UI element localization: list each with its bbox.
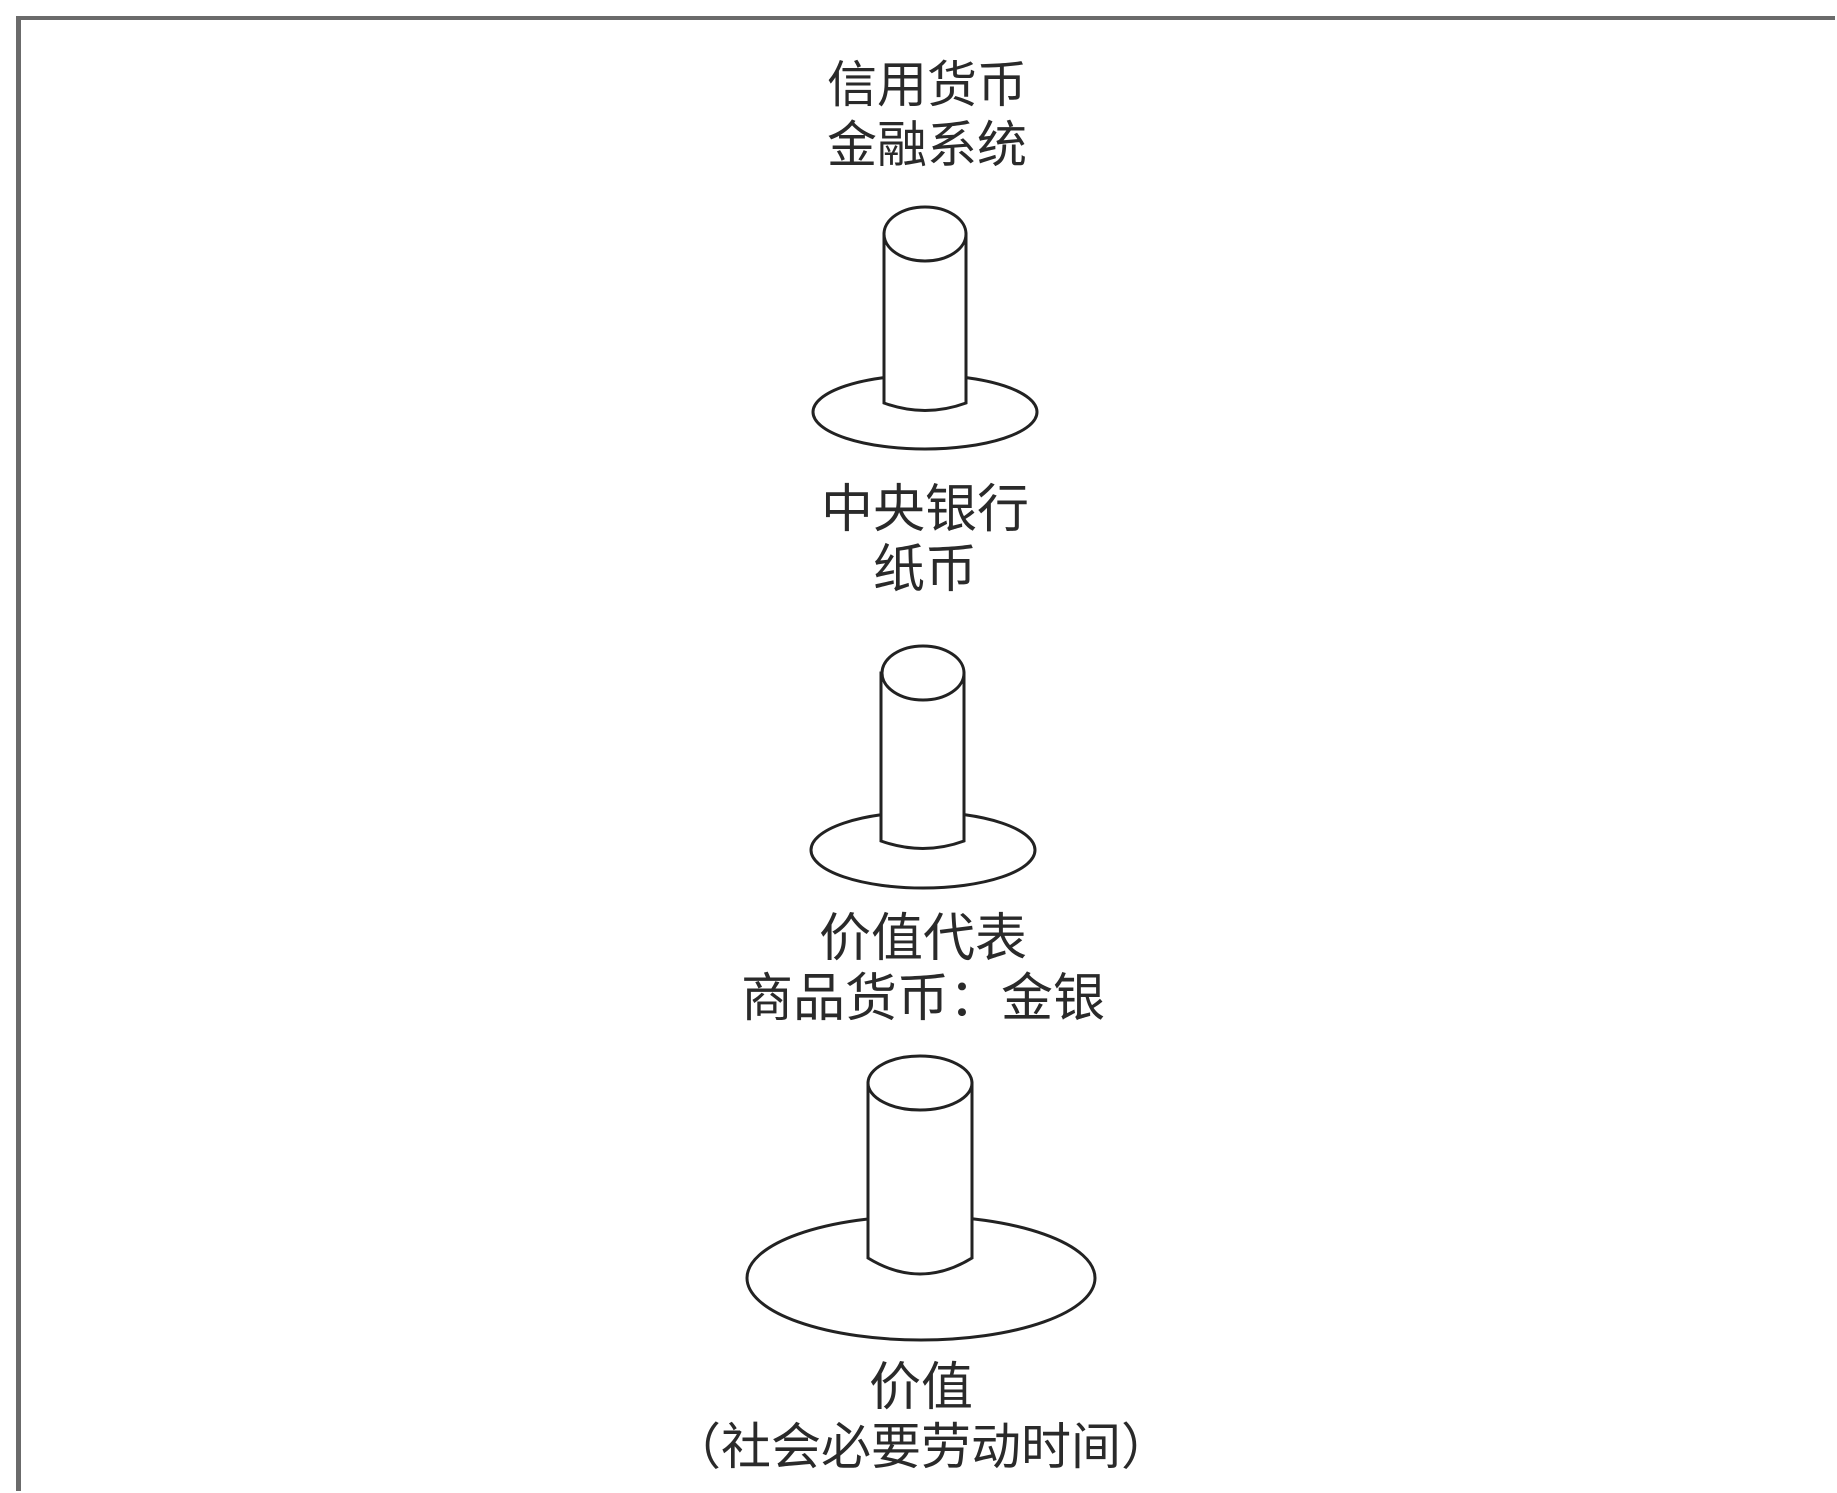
label-line-2: （社会必要劳动时间） [671,1418,1171,1476]
level-label-upper-middle: 中央银行 纸币 [575,484,1275,604]
pillar-column [882,232,968,412]
level-label-top: 信用货币 金融系统 [577,60,1277,180]
pillar-top-cap [880,644,966,702]
label-line-2: 金融系统 [827,116,1027,174]
pillar-column [866,1081,974,1276]
pillar-credit-money [811,205,1039,451]
label-line-2: 商品货币：金银 [740,969,1105,1029]
diagram-frame [16,16,1835,1491]
pillar-top-cap [866,1054,974,1112]
pillar-column [879,671,966,850]
label-line-1: 中央银行 [820,480,1029,540]
label-line-1: 价值代表 [818,909,1027,969]
label-line-2: 纸币 [872,540,977,600]
pillar-value [745,1054,1097,1342]
level-label-base: 价值 （社会必要劳动时间） [571,1362,1271,1482]
pillar-central-bank [809,644,1037,890]
level-label-lower-middle: 价值代表 商品货币：金银 [573,913,1273,1033]
pillar-top-cap [882,205,968,263]
label-line-1: 信用货币 [827,56,1027,114]
label-line-1: 价值 [868,1358,973,1418]
